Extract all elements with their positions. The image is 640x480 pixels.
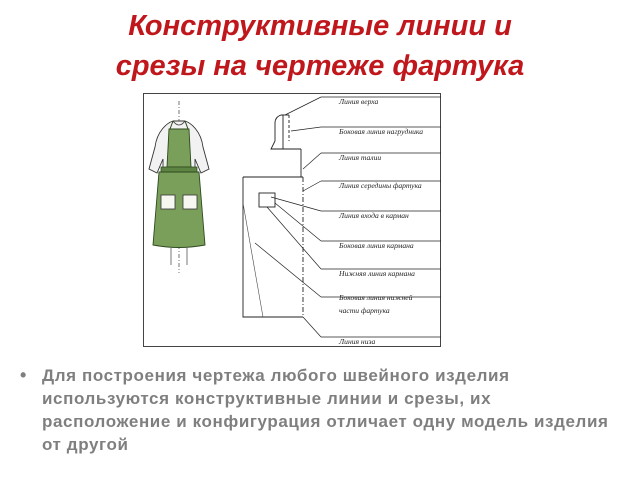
title-line-2: срезы на чертеже фартука: [115, 50, 525, 82]
pocket-left: [160, 194, 176, 210]
title-line-1: Конструктивные линии и: [128, 10, 512, 42]
apron-bib-shape: [166, 128, 192, 168]
label-top-line: Линия верха: [338, 97, 379, 106]
apron-waistband: [160, 166, 198, 173]
apron-skirt-shape: [152, 171, 206, 248]
label-lower-side-line-2: части фартука: [339, 306, 390, 315]
label-bib-side-line: Боковая линия нагрудника: [338, 127, 423, 136]
pocket-right: [182, 194, 198, 210]
strap-left: [169, 120, 174, 130]
neckline: [172, 120, 186, 126]
strap-right: [184, 120, 189, 130]
apron-drawing-svg: Линия верха Боковая линия нагрудника Лин…: [143, 93, 441, 347]
bullet-text: Для построения чертежа любого швейного и…: [42, 366, 609, 454]
label-hem-line: Линия низа: [338, 337, 375, 346]
apron-drawing-figure: Линия верха Боковая линия нагрудника Лин…: [143, 93, 441, 347]
label-apron-middle-line: Линия середины фартука: [338, 181, 422, 190]
apron-illustration: [148, 101, 210, 273]
apron-pattern-drawing: [242, 114, 304, 318]
label-pocket-bottom-line: Нижняя линия кармана: [338, 269, 415, 278]
leader-lines: [254, 96, 322, 338]
label-underlines: [321, 96, 441, 338]
label-pocket-entry-line: Линия входа в карман: [338, 211, 409, 220]
label-waist-line: Линия талии: [338, 153, 381, 162]
lower-body-outline: [242, 177, 303, 318]
label-pocket-side-line: Боковая линия кармана: [338, 241, 414, 250]
slide-title: Конструктивные линии и срезы на чертеже …: [0, 6, 640, 86]
bullet-dot: •: [20, 365, 27, 385]
side-diagonal-line: [242, 202, 264, 318]
label-lower-side-line-1: Боковая линия нижней: [338, 293, 413, 302]
bib-outline: [270, 114, 284, 150]
bullet-paragraph: • Для построения чертежа любого швейного…: [20, 364, 610, 456]
